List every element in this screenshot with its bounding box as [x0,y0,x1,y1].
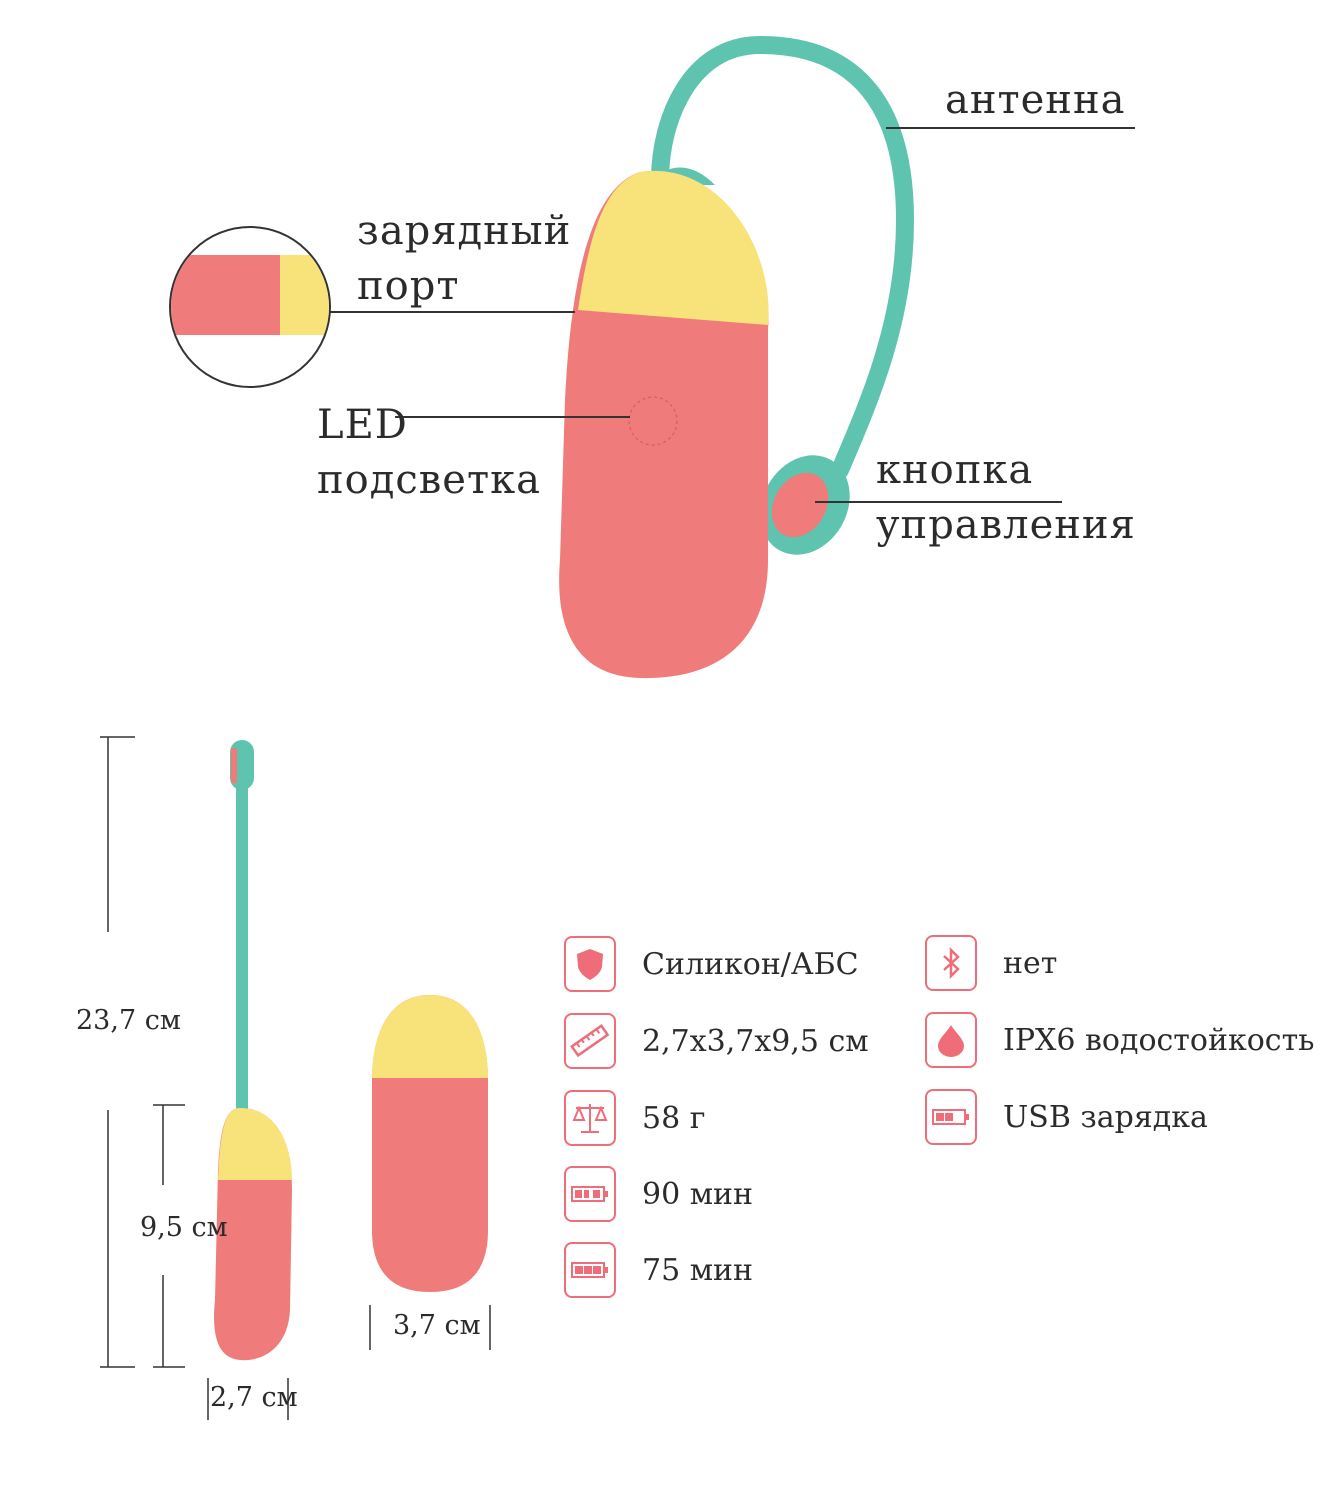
dim-total-length: 23,7 см [76,1005,181,1036]
spec-material: Силикон/АБС [564,936,859,992]
spec-charge-time: 90 мин [564,1166,753,1222]
spec-usb-charging: USB зарядка [925,1089,1208,1145]
bluetooth-icon [925,935,977,991]
water-drop-icon [925,1012,977,1068]
label-antenna: антенна [945,77,1126,123]
label-control-2: управления [876,502,1136,548]
dim-width-large: 3,7 см [393,1310,481,1341]
led-indicator [628,396,678,446]
product-side-view [214,740,292,1361]
spec-text: 75 мин [642,1252,754,1288]
product-front-view [372,995,488,1292]
label-led-2: подсветка [317,457,541,503]
label-led-1: LED [317,402,408,448]
label-charging-port-1: зарядный [357,208,572,254]
battery-half-icon [925,1089,977,1145]
product-main-view [169,35,1135,679]
spec-weight: 58 г [564,1090,705,1146]
spec-text: Силикон/АБС [642,946,859,982]
egg-top [578,170,769,325]
battery-full-icon [564,1242,616,1298]
spec-text: нет [1003,945,1058,981]
spec-text: 2,7x3,7x9,5 см [642,1023,869,1059]
antenna [651,35,915,479]
battery-charging-icon [564,1166,616,1222]
ruler-icon [564,1013,616,1069]
spec-runtime: 75 мин [564,1242,753,1298]
dim-body-length: 9,5 см [140,1212,228,1243]
label-control-1: кнопка [876,447,1034,493]
dimension-lines [100,736,491,1420]
spec-text: IPX6 водостойкость [1003,1022,1315,1058]
spec-text: 58 г [642,1100,706,1136]
spec-waterproof: IPX6 водостойкость [925,1012,1315,1068]
scales-icon [564,1090,616,1146]
dim-width-small: 2,7 см [210,1382,298,1413]
spec-text: 90 мин [642,1176,754,1212]
label-charging-port-2: порт [357,263,460,309]
spec-size: 2,7x3,7x9,5 см [564,1013,869,1069]
shield-icon [564,936,616,992]
spec-bluetooth: нет [925,935,1057,991]
spec-text: USB зарядка [1003,1099,1208,1135]
